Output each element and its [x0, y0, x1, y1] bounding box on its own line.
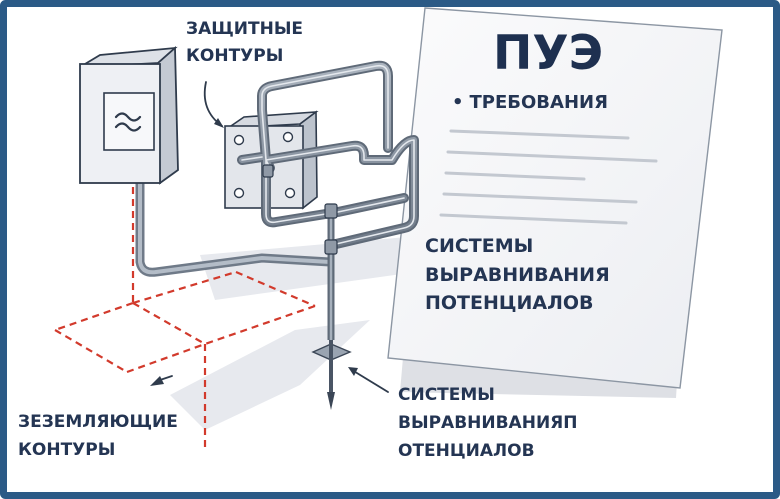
bullet-icon: • [452, 92, 464, 113]
grounding-loop-dashed [54, 175, 316, 452]
label-line: ОТЕНЦИАЛОВ [398, 441, 535, 462]
sine-wave-icon [114, 112, 142, 132]
label-equalization-rod: СИСТЕМЫ ВЫРАВНИВАНИЯП ОТЕНЦИАЛОВ [398, 381, 578, 465]
label-line: СИСТЕМЫ [398, 385, 495, 405]
label-equalization-document: СИСТЕМЫ ВЫРАВНИВАНИЯ ПОТЕНЦИАЛОВ [425, 232, 610, 318]
main-conductor [135, 170, 335, 277]
label-line: ВЫРАВНИВАНИЯ [425, 263, 610, 286]
label-protective-circuits: ЗАЩИТНЫЕ КОНТУРЫ [186, 16, 303, 70]
arrow-equalization-rod [351, 369, 389, 393]
pue-document-sheet [387, 7, 723, 398]
document-bullet: •ТРЕБОВАНИЯ [452, 92, 608, 115]
ground-rod-icon [311, 205, 352, 410]
document-title: ПУЭ [493, 26, 604, 81]
document-text-lines [439, 129, 658, 225]
arrow-grounding [159, 375, 173, 381]
label-line: ПОТЕНЦИАЛОВ [425, 292, 594, 314]
floor-shadows [170, 235, 430, 430]
electrical-panel [79, 46, 179, 185]
label-line: ЗЕЗЕМЛЯЮЩИЕ [18, 412, 178, 432]
label-line: КОНТУРЫ [186, 46, 284, 67]
label-line: КОНТУРЫ [18, 440, 116, 461]
label-line: ЗАЩИТНЫЕ [186, 19, 304, 39]
label-line: ВЫРАВНИВАНИЯП [398, 413, 578, 434]
label-grounding-circuits: ЗЕЗЕМЛЯЮЩИЕ КОНТУРЫ [18, 408, 178, 464]
rod-clamps [262, 164, 338, 255]
label-line: СИСТЕМЫ [425, 235, 534, 257]
document-bullet-text: ТРЕБОВАНИЯ [469, 92, 608, 113]
pointer-arrows [150, 81, 389, 393]
protective-conductor-loops [237, 60, 419, 249]
